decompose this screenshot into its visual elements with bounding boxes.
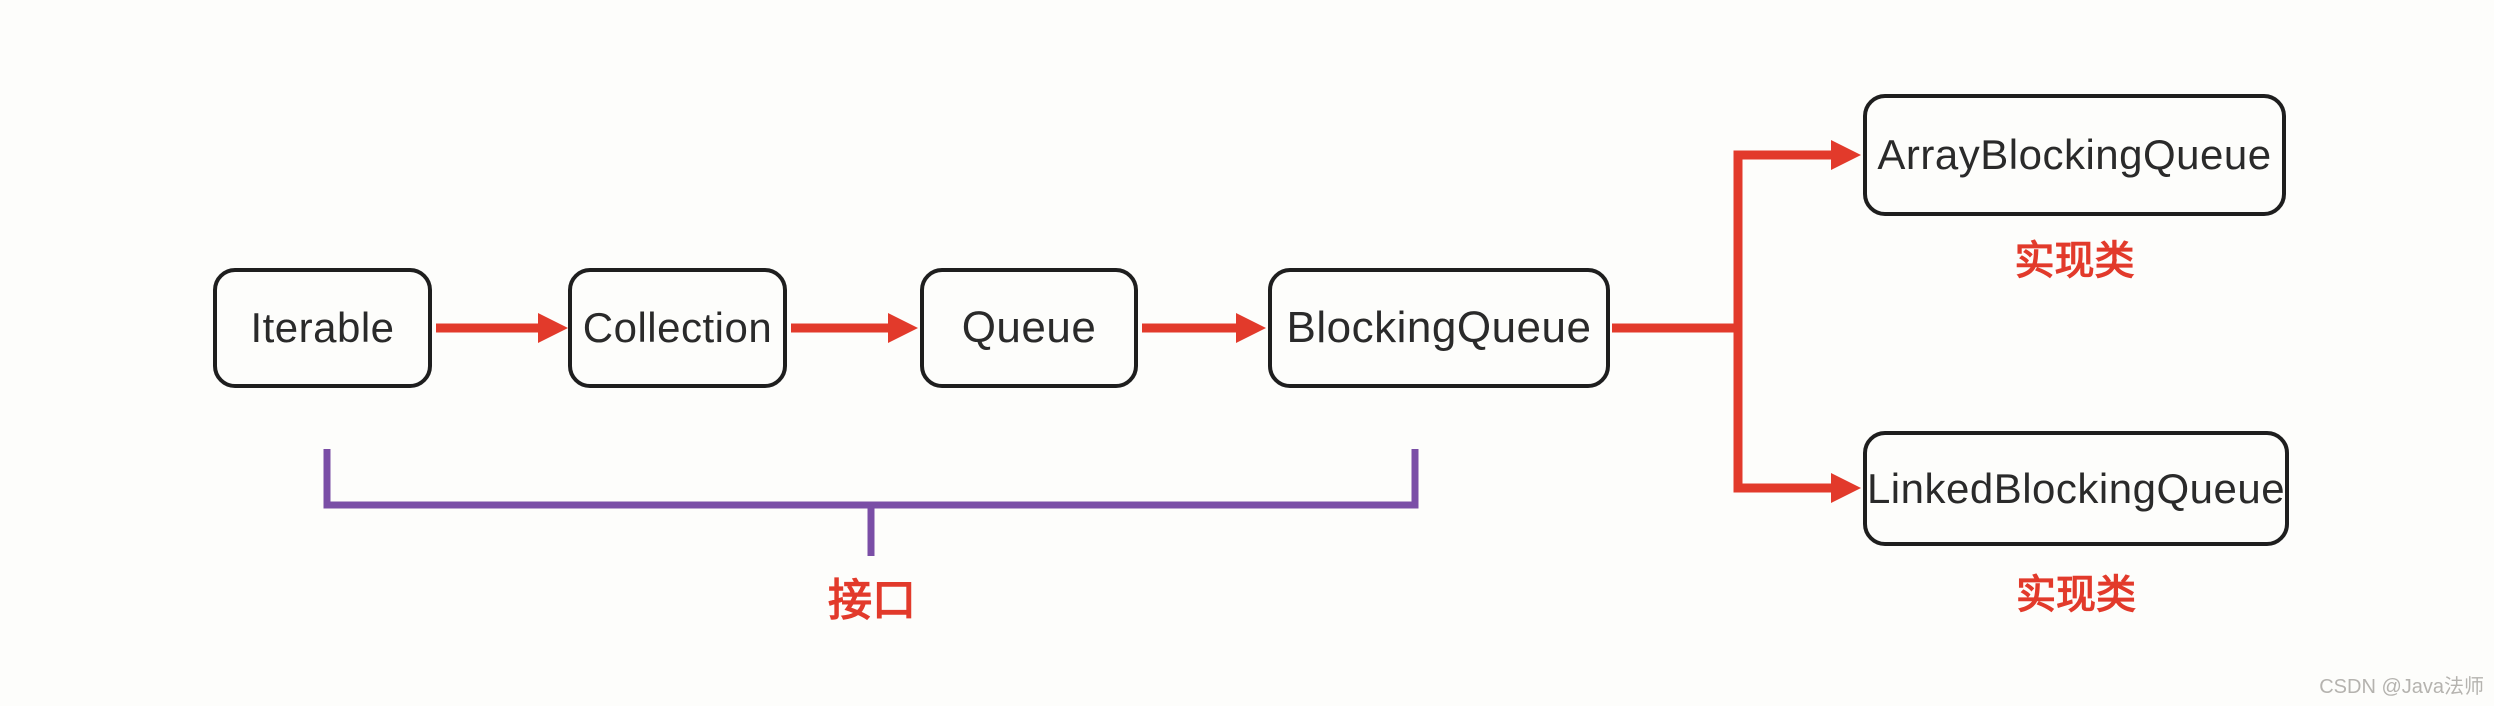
- interface-label: 接口: [828, 576, 916, 625]
- branch-to-linkedblockingqueue: [1733, 324, 1833, 493]
- arrowhead-to-arrayblockingqueue: [1831, 140, 1861, 170]
- interface-bracket: [323, 449, 1419, 556]
- arrowhead-to-linkedblockingqueue: [1831, 473, 1861, 503]
- node-linkedblockingqueue-label: LinkedBlockingQueue: [1866, 464, 2286, 512]
- branch-to-arrayblockingqueue: [1612, 150, 1833, 333]
- arrowhead-collection-to-queue: [888, 313, 918, 343]
- node-iterable-label: Iterable: [250, 304, 395, 351]
- node-arrayblockingqueue-label: ArrayBlockingQueue: [1877, 131, 2272, 178]
- node-blockingqueue: BlockingQueue: [1268, 268, 1610, 388]
- arrowhead-iterable-to-collection: [538, 313, 568, 343]
- node-queue: Queue: [920, 268, 1138, 388]
- node-collection-label: Collection: [582, 304, 773, 351]
- watermark: CSDN @Java法师: [2319, 676, 2484, 698]
- node-iterable: Iterable: [213, 268, 432, 388]
- node-arrayblockingqueue: ArrayBlockingQueue: [1863, 94, 2286, 216]
- node-linkedblockingqueue: LinkedBlockingQueue: [1863, 431, 2289, 546]
- impl-class-label-bottom: 实现类: [2016, 573, 2136, 617]
- node-queue-label: Queue: [961, 303, 1097, 352]
- node-collection: Collection: [568, 268, 787, 388]
- impl-class-label-top: 实现类: [2014, 239, 2135, 283]
- node-blockingqueue-label: BlockingQueue: [1286, 303, 1592, 352]
- arrowhead-queue-to-blockingqueue: [1236, 313, 1266, 343]
